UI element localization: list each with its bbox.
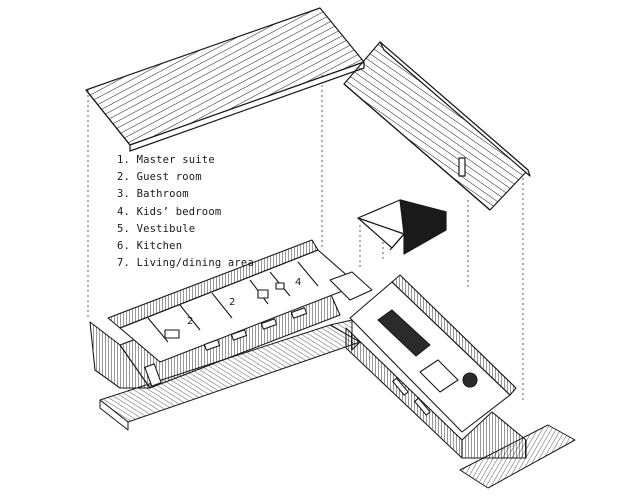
legend-item-kids-bedroom: 4. Kids’ bedroom [117, 205, 222, 218]
roof-long-wing [85, 7, 365, 152]
long-wing [89, 239, 359, 389]
legend-item-master-suite: 1. Master suite [117, 154, 215, 166]
legend-item-guest-room: 2. Guest room [117, 171, 202, 184]
room-number-guest-b: 2 [229, 297, 236, 308]
legend-item-bathroom: 3. Bathroom [117, 188, 189, 201]
room-number-kids-bedroom: 4 [295, 277, 302, 288]
vestibule-roof [357, 199, 447, 255]
legend-item-kitchen: 6. Kitchen [117, 240, 183, 253]
legend-item-living-dining: 7. Living/dining area [117, 257, 254, 270]
roof-short-wing [343, 41, 531, 211]
legend-item-vestibule: 5. Vestibule [117, 222, 196, 235]
room-legend: 1. Master suite 2. Guest room 3. Bathroo… [117, 152, 254, 272]
projection-guides [87, 75, 524, 400]
vestibule [329, 271, 373, 301]
short-wing [345, 274, 527, 459]
room-number-guest-a: 2 [187, 316, 194, 327]
